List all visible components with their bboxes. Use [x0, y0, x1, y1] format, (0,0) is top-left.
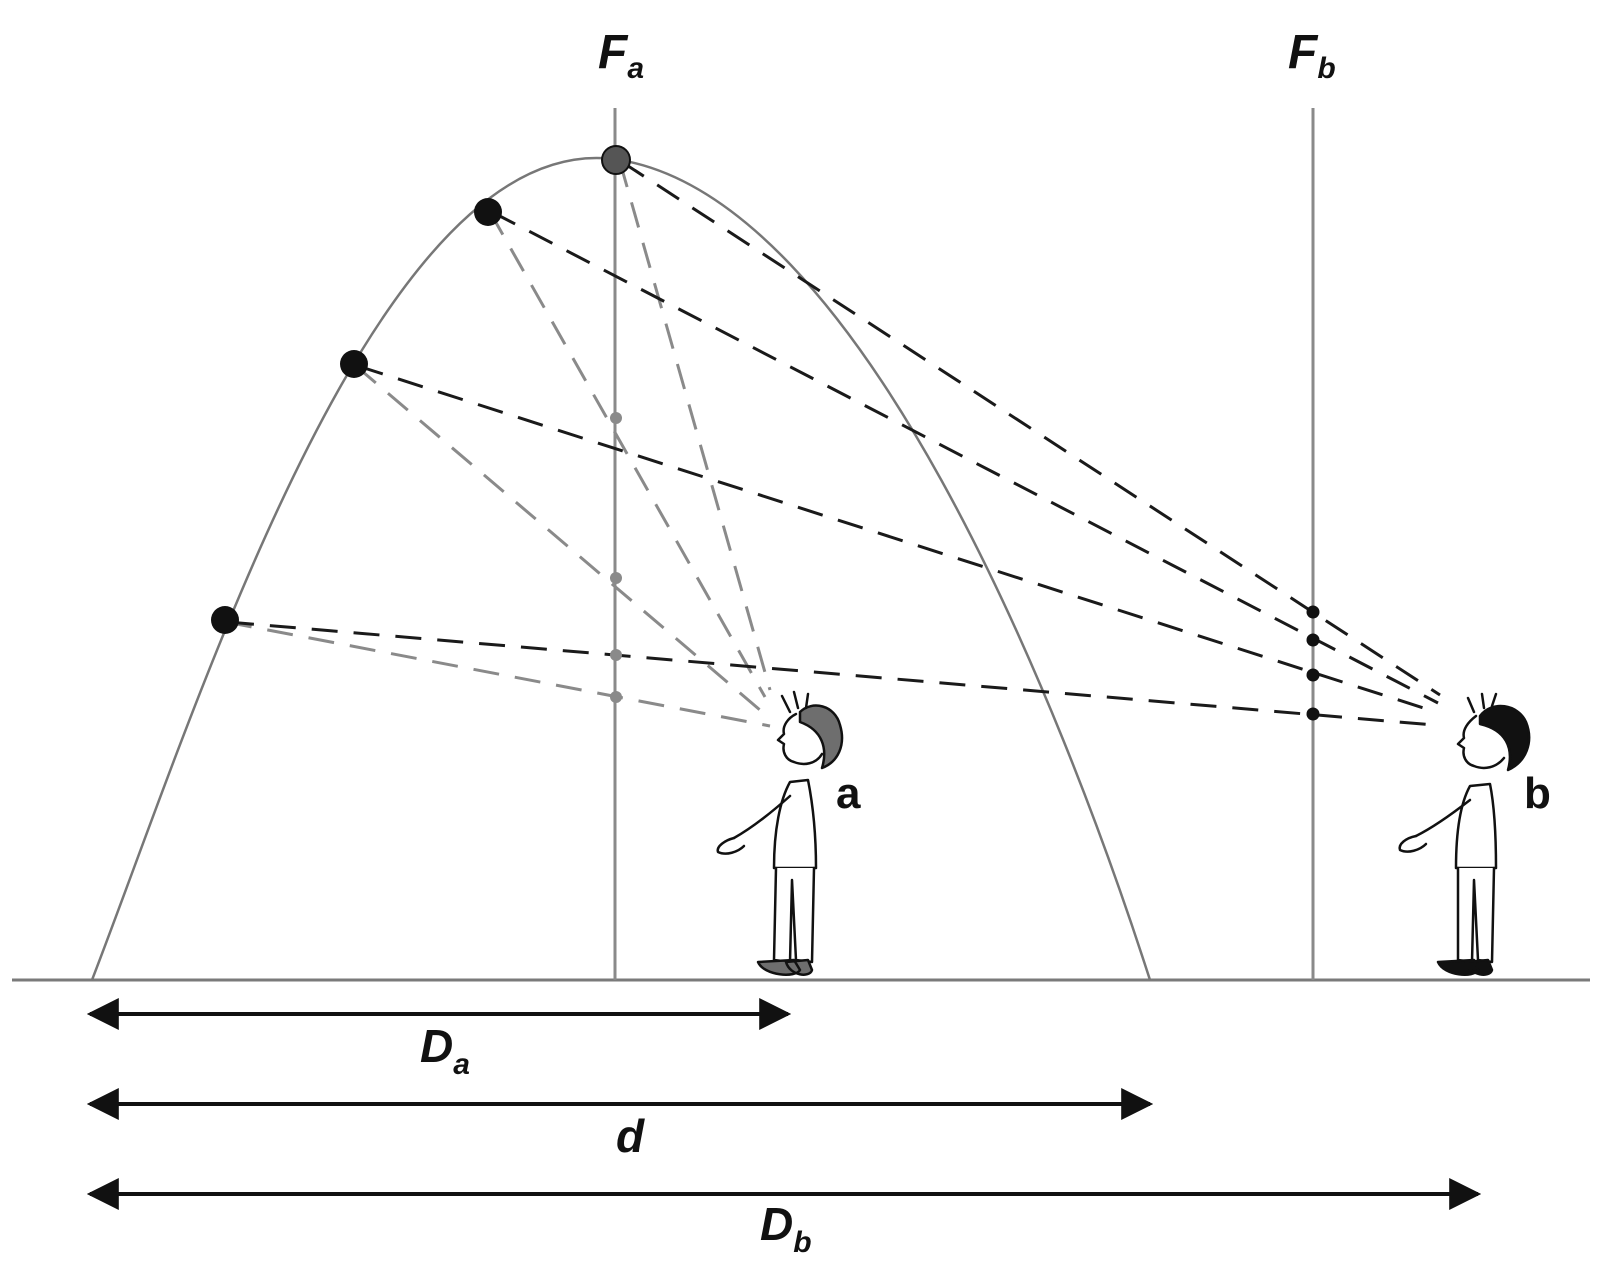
observer-a-rays	[780, 690, 810, 714]
observer-b-hair	[1478, 704, 1531, 772]
observer-b-feet	[1436, 958, 1494, 976]
observer-b-head	[1456, 714, 1506, 770]
observer-a-legs	[772, 866, 816, 964]
observer-a-hair	[798, 704, 844, 770]
observer-b-hand	[1398, 834, 1428, 853]
sightline-b-3	[357, 364, 1437, 714]
observer-b-arm	[1414, 798, 1472, 838]
ball-2	[474, 198, 502, 226]
label-observer-a: a	[836, 769, 861, 818]
label-Da-sub: a	[453, 1048, 470, 1081]
projection-a-4	[610, 691, 622, 703]
sightlines-a	[225, 161, 772, 728]
observer-b-legs	[1456, 866, 1496, 964]
projections-plane-a	[610, 412, 622, 703]
label-Db-sub: b	[793, 1226, 811, 1259]
ball-4	[211, 606, 239, 634]
projections-plane-b	[1306, 605, 1320, 721]
observer-b-rays	[1466, 692, 1498, 714]
label-plane-b: Fb	[1288, 26, 1336, 85]
observer-a-arm	[732, 794, 792, 840]
sightline-b-4	[227, 620, 1435, 727]
trajectory-curve	[90, 156, 1152, 981]
sightline-a-2	[488, 211, 767, 698]
projection-a-2	[610, 572, 622, 584]
observer-a-figure	[716, 690, 844, 976]
projection-a-3	[610, 649, 622, 661]
label-plane-a: Fa	[598, 26, 644, 85]
label-Da: Da	[420, 1020, 470, 1081]
label-Db-main: D	[760, 1198, 793, 1250]
sightline-a-4	[225, 620, 771, 728]
observer-a-hand	[716, 836, 746, 855]
observer-a-torso	[772, 778, 818, 870]
projection-b-1	[1306, 605, 1320, 619]
label-plane-b-sub: b	[1317, 52, 1335, 85]
label-d: d	[616, 1110, 645, 1162]
observer-b-figure	[1398, 692, 1531, 976]
projection-b-3	[1306, 668, 1320, 682]
sightline-a-3	[355, 364, 761, 712]
label-Da-main: D	[420, 1020, 453, 1072]
label-plane-a-main: F	[598, 26, 629, 79]
projection-b-4	[1306, 707, 1320, 721]
label-plane-b-main: F	[1288, 26, 1319, 79]
observer-a-head	[776, 712, 824, 766]
ball-3	[340, 350, 368, 378]
projection-a-1	[610, 412, 622, 424]
ball-1	[601, 145, 631, 175]
label-observer-b: b	[1524, 769, 1551, 818]
label-plane-a-sub: a	[627, 52, 644, 85]
sightlines-b	[227, 160, 1441, 727]
sightline-a-1	[618, 161, 772, 691]
observer-a-feet	[756, 958, 814, 976]
observer-b-torso	[1454, 782, 1498, 870]
sightline-b-1	[621, 160, 1441, 697]
sightline-b-2	[491, 210, 1439, 705]
projection-b-2	[1306, 633, 1320, 647]
label-Db: Db	[760, 1198, 812, 1259]
ball-positions	[211, 145, 631, 634]
